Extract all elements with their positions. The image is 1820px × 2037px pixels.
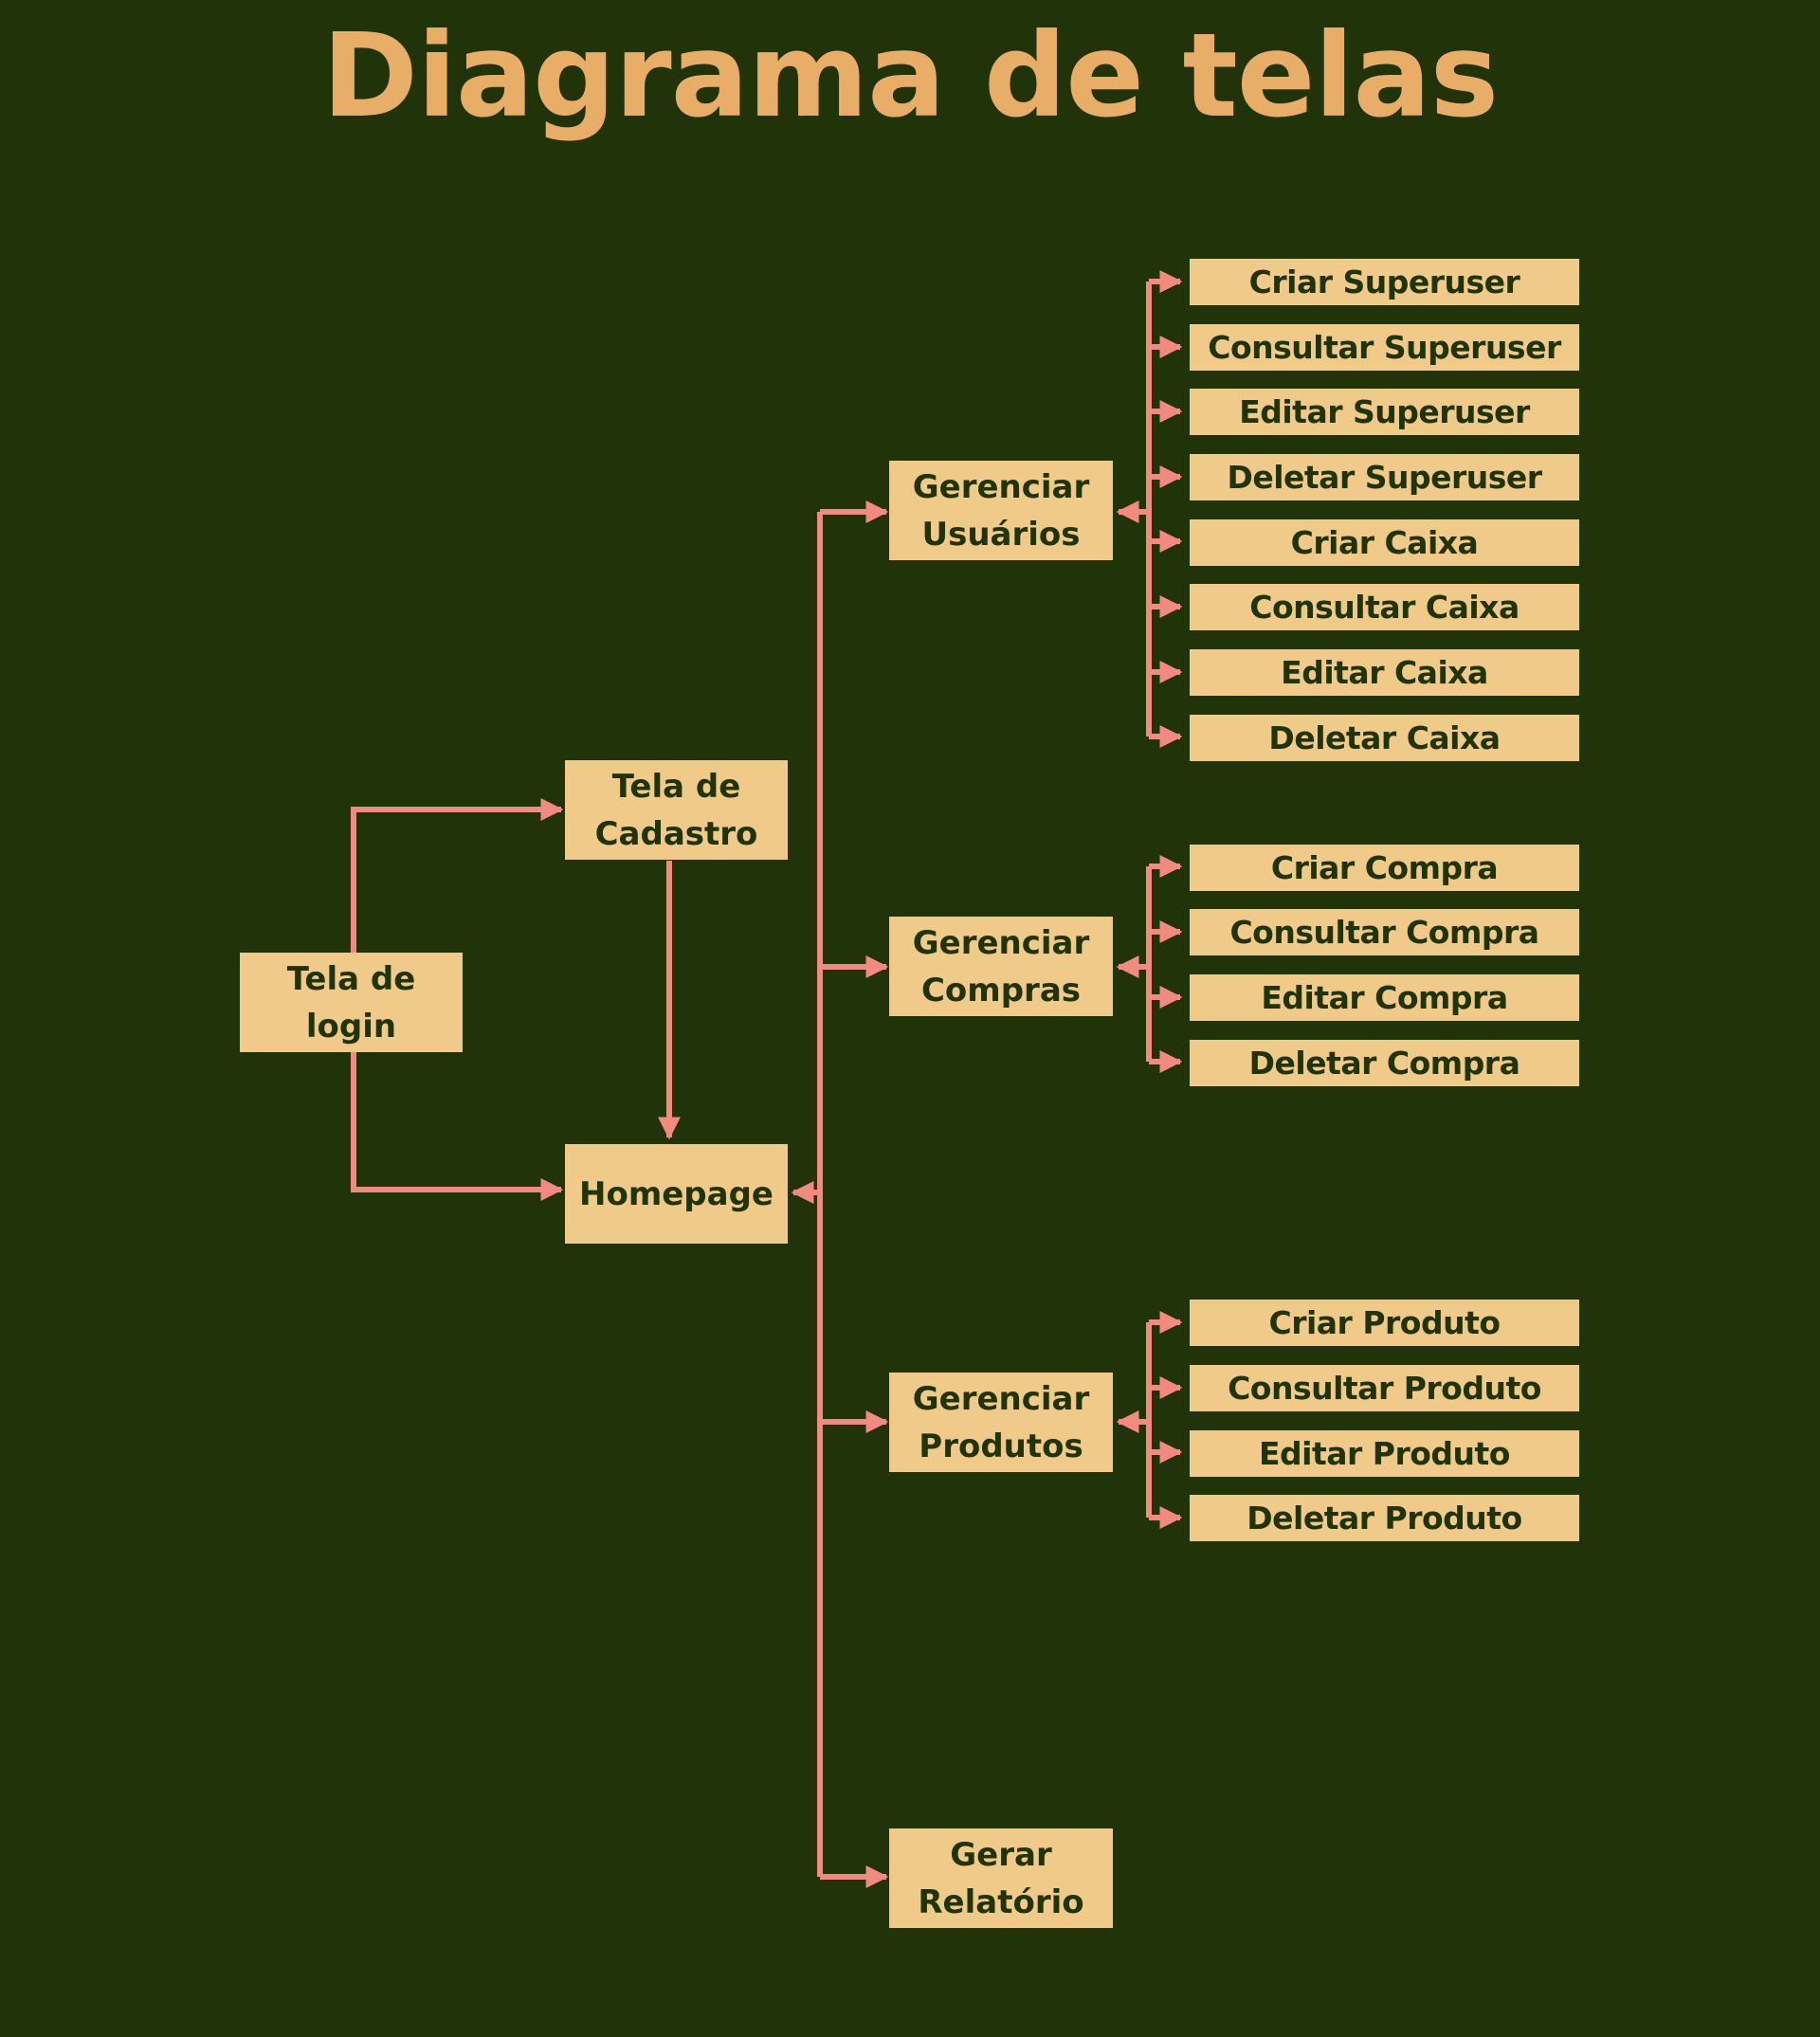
action-criar-compra: Criar Compra <box>1190 845 1579 891</box>
edge-login-homepage <box>351 1052 564 1201</box>
action-consultar-caixa: Consultar Caixa <box>1190 584 1579 630</box>
node-tela-de-cadastro: Tela de Cadastro <box>565 760 788 860</box>
action-deletar-caixa: Deletar Caixa <box>1190 715 1579 761</box>
action-criar-caixa: Criar Caixa <box>1190 519 1579 566</box>
action-deletar-compra: Deletar Compra <box>1190 1040 1579 1086</box>
action-consultar-produto: Consultar Produto <box>1190 1365 1579 1411</box>
node-tela-de-login: Tela de login <box>240 953 463 1052</box>
node-gerenciar-compras: Gerenciar Compras <box>889 917 1113 1016</box>
node-gerar-relatorio: Gerar Relatório <box>889 1828 1113 1928</box>
action-deletar-superuser: Deletar Superuser <box>1190 454 1579 500</box>
action-editar-produto: Editar Produto <box>1190 1430 1579 1477</box>
action-editar-compra: Editar Compra <box>1190 974 1579 1021</box>
action-consultar-superuser: Consultar Superuser <box>1190 324 1579 371</box>
node-gerenciar-produtos: Gerenciar Produtos <box>889 1373 1113 1472</box>
action-editar-caixa: Editar Caixa <box>1190 649 1579 696</box>
action-consultar-compra: Consultar Compra <box>1190 909 1579 955</box>
node-homepage: Homepage <box>565 1144 788 1244</box>
edge-login-cadastro <box>351 798 564 953</box>
action-criar-produto: Criar Produto <box>1190 1300 1579 1346</box>
action-deletar-produto: Deletar Produto <box>1190 1495 1579 1541</box>
diagram-title: Diagrama de telas <box>321 9 1500 143</box>
action-editar-superuser: Editar Superuser <box>1190 389 1579 435</box>
action-criar-superuser: Criar Superuser <box>1190 259 1579 305</box>
node-gerenciar-usuarios: Gerenciar Usuários <box>889 461 1113 560</box>
